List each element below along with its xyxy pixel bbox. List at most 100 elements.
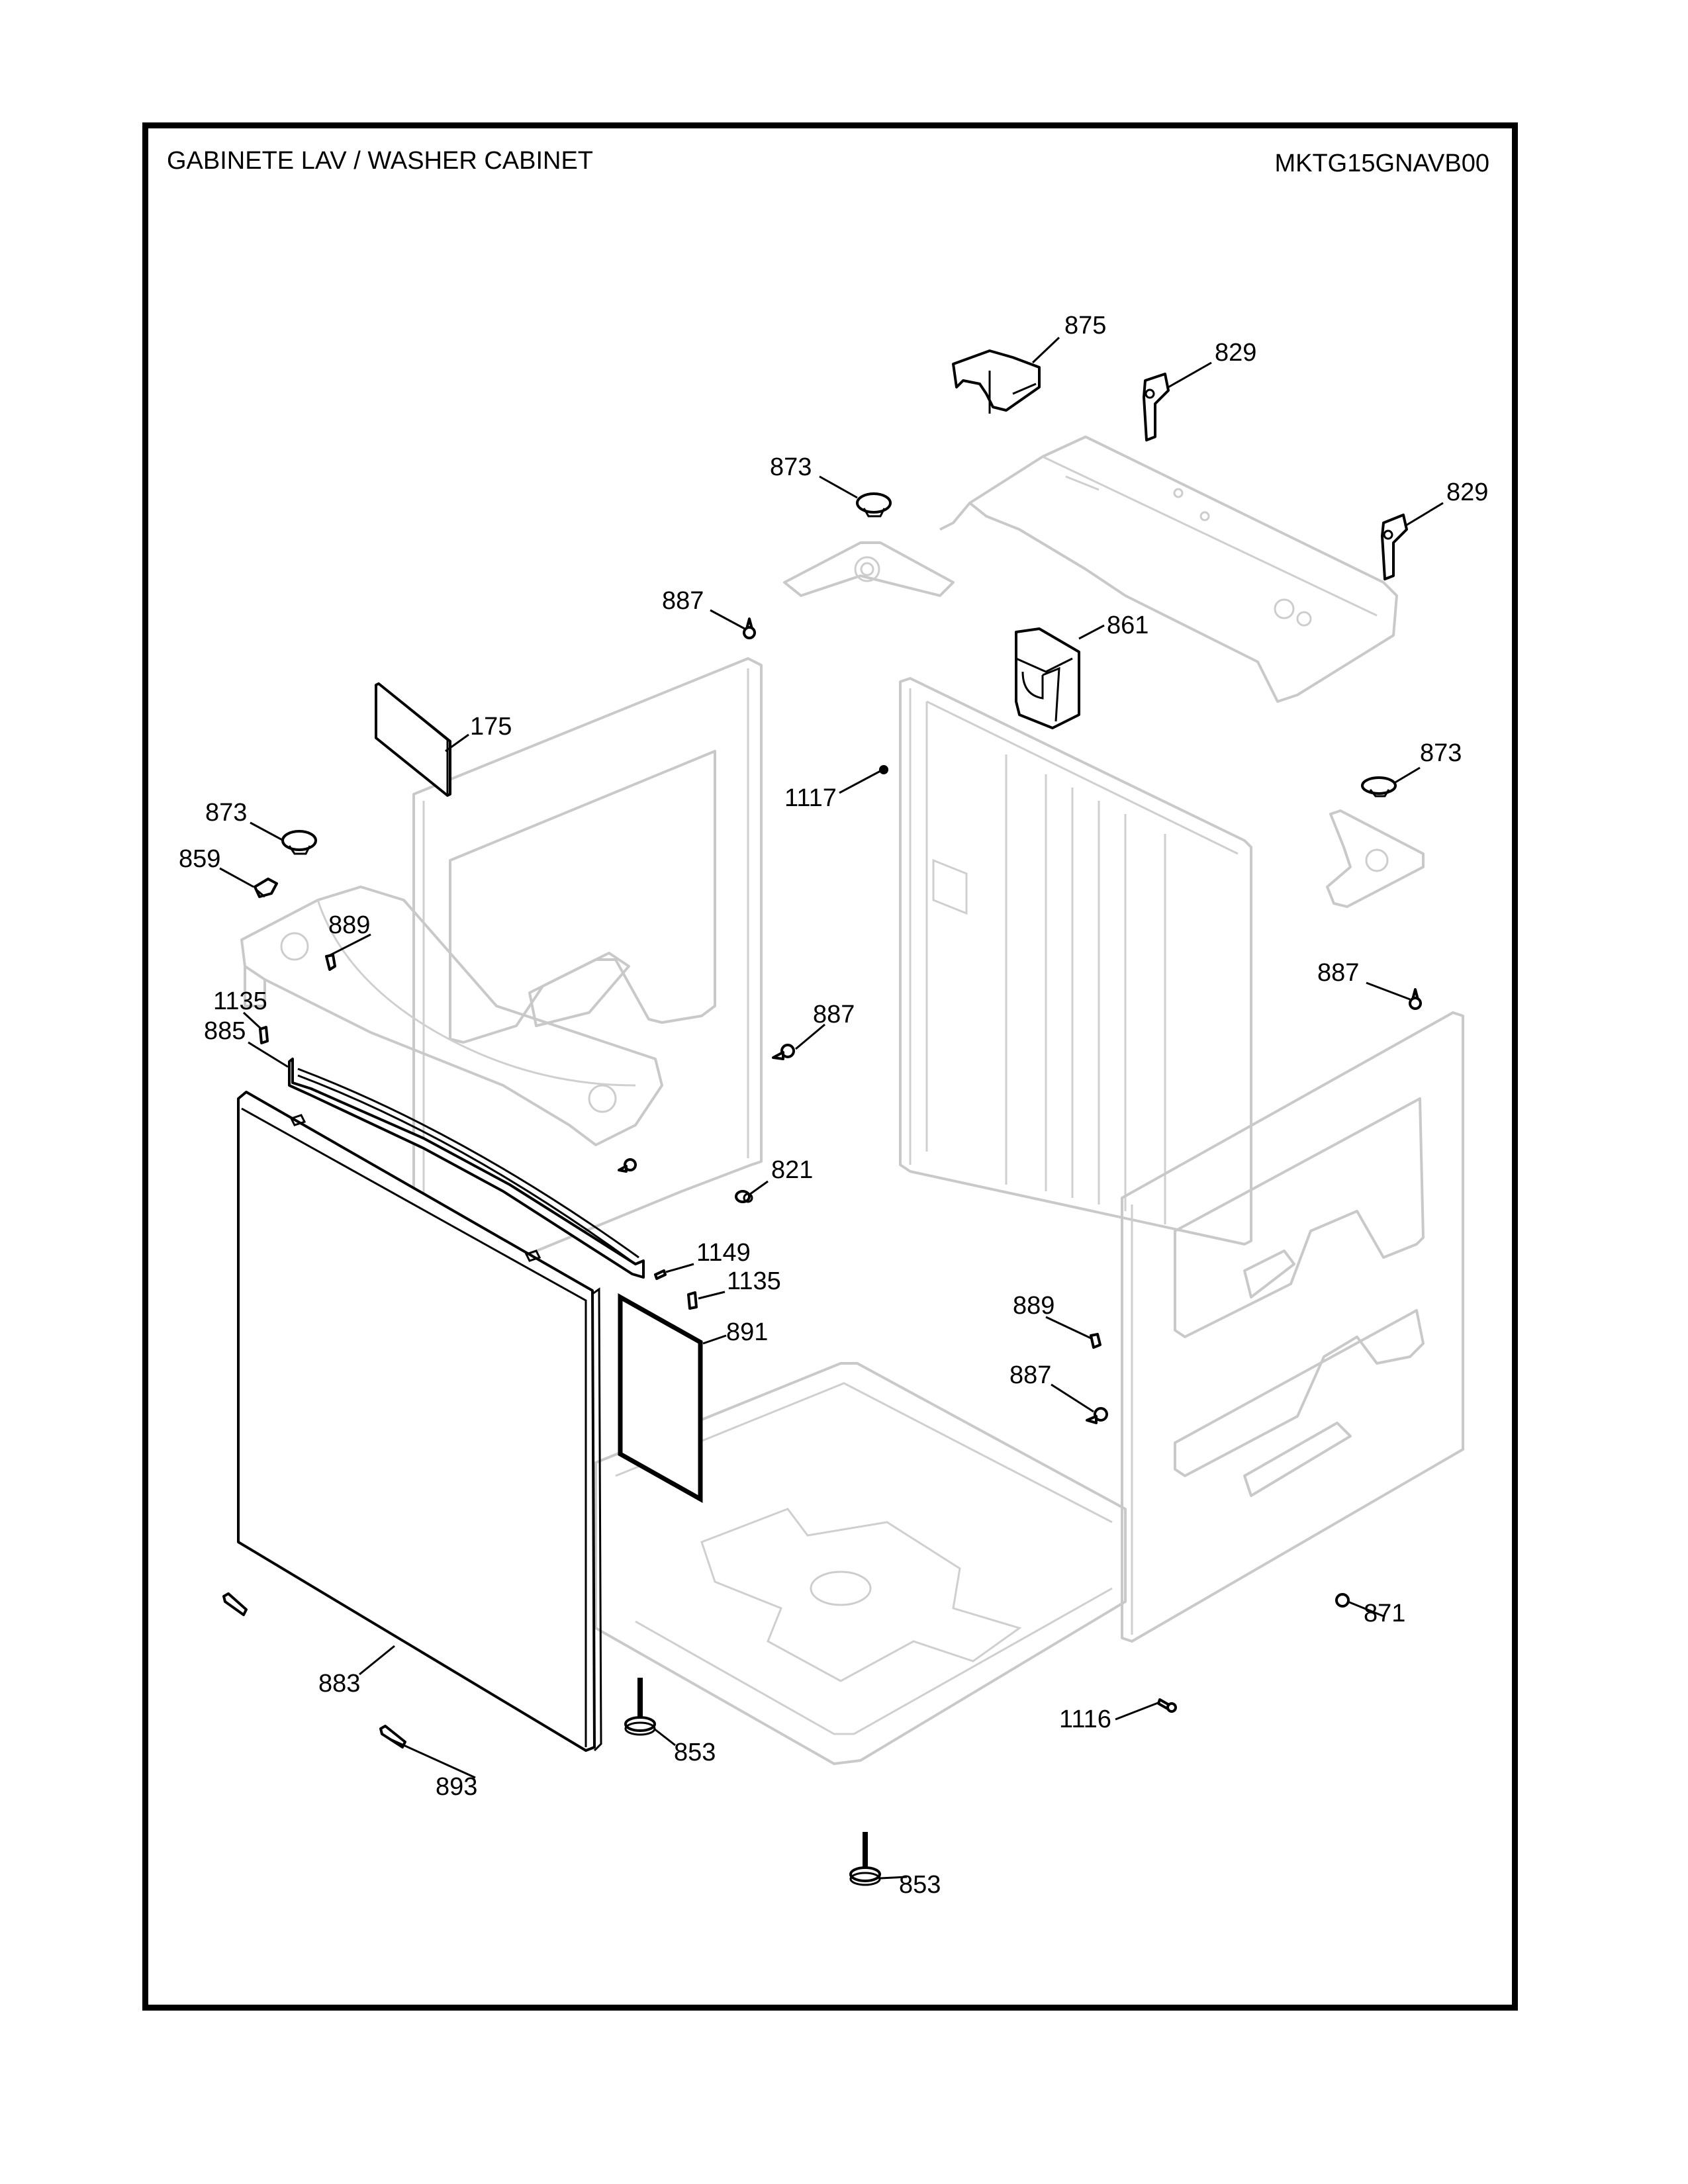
part-829-hinge-bracket-a[interactable]: [1143, 373, 1170, 441]
callout-853-leveling-foot[interactable]: 853: [880, 1871, 941, 1899]
part-875-bracket-cover[interactable]: [952, 349, 1041, 414]
part-1117-screw[interactable]: [879, 765, 888, 774]
callout-175-label-plate[interactable]: 175: [445, 713, 512, 752]
part-873-snubber-cup-right[interactable]: [1361, 776, 1397, 797]
callout-873-snubber-cup[interactable]: 873: [1395, 739, 1462, 784]
callout-1117-screw[interactable]: 1117: [784, 770, 881, 812]
part-859-clip[interactable]: [254, 878, 278, 898]
callout-number[interactable]: 873: [770, 453, 812, 481]
callout-873-snubber-cup[interactable]: 873: [205, 799, 284, 842]
callout-number[interactable]: 873: [1420, 739, 1462, 767]
part-1135-clip-left[interactable]: [259, 1026, 269, 1044]
callout-number[interactable]: 1117: [784, 784, 837, 812]
callout-887-screw[interactable]: 887: [1317, 959, 1411, 1001]
callout-leader-line: [839, 770, 881, 794]
callout-leader-line: [1045, 1316, 1092, 1340]
part-883-front-panel[interactable]: [237, 1091, 602, 1752]
callout-leader-line: [710, 609, 745, 630]
part-887-screw-top[interactable]: [743, 617, 756, 639]
part-1135-clip-center[interactable]: [687, 1291, 698, 1310]
callout-number[interactable]: 871: [1364, 1600, 1405, 1627]
callout-number[interactable]: 889: [328, 911, 370, 939]
part-873-snubber-cup-top[interactable]: [856, 492, 892, 518]
callout-number[interactable]: 829: [1446, 478, 1488, 506]
callout-number[interactable]: 853: [674, 1739, 716, 1766]
part-1116-screw[interactable]: [1157, 1698, 1177, 1713]
callout-leader-line: [1347, 1600, 1384, 1617]
callout-number[interactable]: 887: [662, 587, 704, 615]
callout-873-snubber-cup[interactable]: 873: [770, 453, 858, 499]
part-887-screw-right[interactable]: [1409, 988, 1422, 1010]
callout-889-clip[interactable]: 889: [327, 911, 371, 958]
part-889-clip-left[interactable]: [325, 954, 336, 971]
callout-leader-line: [390, 1738, 476, 1779]
part-853-leveling-foot-b[interactable]: [849, 1832, 881, 1886]
callout-887-screw[interactable]: 887: [795, 1001, 855, 1050]
part-891-insulation-pad[interactable]: [618, 1293, 703, 1503]
callout-number[interactable]: 893: [436, 1773, 477, 1801]
callout-number[interactable]: 1135: [727, 1267, 781, 1295]
callout-leader-line: [698, 1291, 726, 1300]
part-175-label-plate[interactable]: [375, 682, 451, 797]
callout-number[interactable]: 1149: [696, 1239, 751, 1267]
callout-number[interactable]: 873: [205, 799, 247, 827]
callout-number[interactable]: 859: [179, 845, 220, 873]
callout-number[interactable]: 853: [899, 1871, 941, 1899]
callout-leader-line: [749, 1180, 769, 1196]
callout-leader-line: [242, 1011, 263, 1030]
part-1149-pin[interactable]: [654, 1269, 667, 1280]
callout-871-nut[interactable]: 871: [1347, 1600, 1405, 1627]
callout-883-front-panel[interactable]: 883: [318, 1645, 395, 1698]
callout-number[interactable]: 885: [204, 1017, 246, 1045]
callout-leader-line: [1404, 502, 1444, 527]
callout-1135-clip[interactable]: 1135: [698, 1267, 781, 1300]
callout-853-leveling-foot[interactable]: 853: [653, 1727, 716, 1766]
callout-829-hinge-bracket[interactable]: 829: [1404, 478, 1488, 527]
callout-number[interactable]: 887: [813, 1001, 855, 1028]
part-821-bushing[interactable]: [735, 1190, 753, 1203]
callout-number[interactable]: 1135: [213, 987, 267, 1015]
callout-number[interactable]: 829: [1215, 339, 1256, 367]
callout-891-insulation-pad[interactable]: 891: [702, 1318, 768, 1346]
callout-number[interactable]: 861: [1107, 612, 1149, 639]
callout-885-front-panel-rail[interactable]: 885: [204, 1017, 289, 1068]
top-front-snubber-plate: [783, 541, 955, 597]
callout-leader-line: [665, 1263, 694, 1273]
part-887-screw-right-low[interactable]: [1086, 1407, 1108, 1424]
callout-887-screw[interactable]: 887: [1009, 1361, 1094, 1413]
part-889-clip-right[interactable]: [1090, 1333, 1102, 1349]
callout-1135-clip[interactable]: 1135: [213, 987, 267, 1030]
callout-number[interactable]: 883: [318, 1670, 360, 1698]
callout-861-dispenser-housing[interactable]: 861: [1078, 612, 1149, 640]
callout-1149-pin[interactable]: 1149: [665, 1239, 751, 1273]
callout-number[interactable]: 887: [1009, 1361, 1051, 1389]
callout-number[interactable]: 821: [771, 1156, 813, 1184]
part-887-screw-mid[interactable]: [772, 1044, 795, 1060]
callout-1116-screw[interactable]: 1116: [1059, 1701, 1160, 1733]
callout-leader-line: [880, 1876, 908, 1880]
callout-number[interactable]: 175: [470, 713, 512, 741]
part-893-panel-clip-left[interactable]: [222, 1592, 248, 1616]
part-871-nut[interactable]: [1335, 1593, 1350, 1608]
callout-leader-line: [445, 733, 469, 752]
callout-821-bushing[interactable]: 821: [749, 1156, 813, 1196]
callout-number[interactable]: 875: [1064, 312, 1106, 340]
callout-829-hinge-bracket[interactable]: 829: [1168, 339, 1256, 388]
callout-number[interactable]: 887: [1317, 959, 1359, 987]
callout-887-screw[interactable]: 887: [662, 587, 745, 630]
callout-number[interactable]: 891: [726, 1318, 768, 1346]
part-829-hinge-bracket-b[interactable]: [1381, 514, 1408, 580]
part-853-leveling-foot-a[interactable]: [624, 1678, 656, 1736]
callout-875-bracket-cover[interactable]: 875: [1031, 312, 1106, 364]
part-861-dispenser-housing[interactable]: [1015, 627, 1080, 729]
callout-leader-line: [359, 1645, 395, 1676]
callout-889-clip[interactable]: 889: [1013, 1292, 1092, 1340]
part-885-front-panel-rail[interactable]: [288, 1058, 645, 1279]
part-873-snubber-cup-left[interactable]: [281, 830, 317, 855]
callout-859-clip[interactable]: 859: [179, 845, 254, 888]
callout-893-panel-clip[interactable]: 893: [390, 1738, 477, 1801]
callout-number[interactable]: 889: [1013, 1292, 1055, 1320]
part-887-screw-mid-low[interactable]: [618, 1158, 637, 1173]
callout-number[interactable]: 1116: [1059, 1706, 1111, 1733]
